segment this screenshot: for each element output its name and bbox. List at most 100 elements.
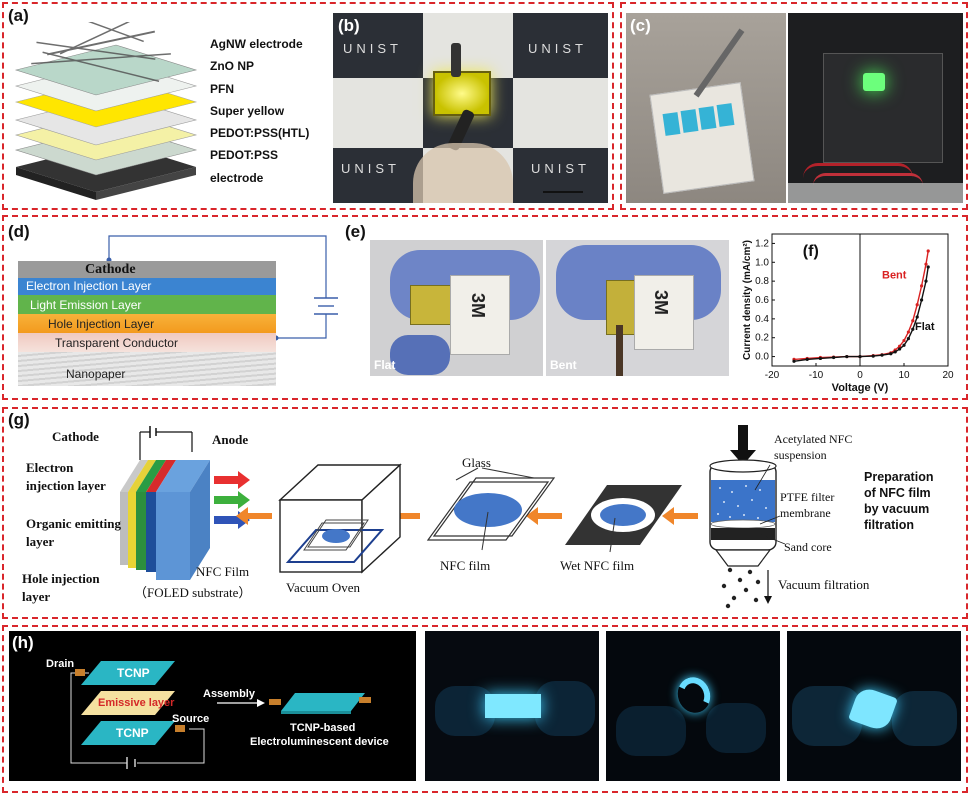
- panel-g-diagram: [120, 425, 786, 609]
- layer-light-emission: [18, 295, 276, 314]
- panel-h-photo-2: [606, 631, 780, 781]
- data-point-flat: [898, 347, 902, 351]
- panel-def-frame: [2, 215, 968, 400]
- y-axis-label: Current density (mA/cm²): [742, 240, 753, 360]
- y-tick-label: 0.4: [755, 314, 769, 325]
- g-eil-label: Electron injection layer: [26, 460, 106, 493]
- x-axis-label: Voltage (V): [832, 382, 889, 394]
- g-hil-label: Hole injection layer: [22, 571, 100, 604]
- g-prep-line: Preparation: [864, 470, 934, 484]
- data-point-bent: [920, 284, 924, 288]
- y-tick-label: 1.0: [755, 257, 769, 268]
- data-point-flat: [920, 298, 924, 302]
- g-prep-line: filtration: [864, 518, 914, 532]
- x-tick-label: 10: [898, 370, 910, 381]
- data-point-bent: [924, 262, 928, 266]
- layer-label: electrode: [210, 170, 264, 185]
- panel-e-bent-photo: 3M Bent: [546, 240, 729, 376]
- cathode-label: Cathode: [85, 262, 136, 277]
- panel-e-flat-photo: 3M Flat: [370, 240, 543, 376]
- h-device-label-1: TCNP-based: [290, 722, 356, 734]
- bent-label: Bent: [550, 358, 577, 372]
- lel-label: Light Emission Layer: [30, 298, 142, 312]
- data-point-flat: [889, 352, 893, 356]
- layer-label: PFN: [210, 81, 234, 96]
- panel-a-label: (a): [8, 6, 29, 25]
- data-point-flat: [926, 265, 930, 269]
- data-point-flat: [818, 356, 822, 361]
- data-point-flat: [906, 337, 910, 341]
- eil-label: Electron Injection Layer: [26, 279, 152, 293]
- data-point-bent: [911, 319, 915, 323]
- g-wet-nfc-film-label: Wet NFC film: [560, 558, 635, 573]
- g-oel-label: Organic emitting layer: [26, 516, 121, 549]
- data-point-bent: [926, 249, 930, 253]
- h-tcnp-top-label: TCNP: [117, 666, 150, 680]
- g-vacuum-filtration-label: Vacuum filtration: [778, 577, 870, 592]
- panel-h-photo-1: [425, 631, 599, 781]
- series-label-flat: Flat: [915, 321, 935, 333]
- unist-watermark: UNIST: [528, 41, 587, 56]
- g-sand-core-label: Sand core: [784, 540, 832, 554]
- g-ptfe-label-1: PTFE filter: [780, 490, 835, 504]
- data-point-flat: [858, 354, 862, 359]
- panel-c-label: (c): [630, 16, 651, 35]
- flat-label: Flat: [374, 358, 396, 372]
- y-tick-label: 0.8: [755, 276, 769, 287]
- panel-c-frame: [620, 2, 968, 210]
- panel-d-label: (d): [8, 222, 30, 241]
- series-line-bent: [793, 250, 929, 361]
- layer-label: PEDOT:PSS(HTL): [210, 126, 310, 141]
- y-tick-label: 0.2: [755, 333, 769, 344]
- layer-label: PEDOT:PSS: [210, 148, 279, 163]
- h-drain-label: Drain: [46, 658, 75, 670]
- g-vacuum-oven-label: Vacuum Oven: [286, 580, 361, 595]
- data-point-flat: [924, 279, 928, 283]
- brand-3m: 3M: [651, 289, 672, 316]
- data-point-bent: [906, 330, 910, 334]
- g-cathode-label: Cathode: [52, 429, 99, 444]
- tcnp-device-schematic: [70, 661, 371, 769]
- unist-watermark: UNIST: [531, 161, 590, 176]
- data-point-flat: [880, 353, 884, 357]
- panel-abc-frame: [2, 2, 614, 210]
- g-glass-label: Glass: [462, 455, 491, 470]
- data-point-flat: [915, 315, 919, 319]
- layer-transparent-conductor: [18, 333, 276, 352]
- series-line-flat: [793, 266, 929, 362]
- data-point-flat: [792, 359, 796, 363]
- layer-label: ZnO NP: [210, 59, 254, 74]
- layer-hole-injection: [18, 314, 276, 333]
- panel-g-frame: [2, 407, 968, 619]
- tc-label: Transparent Conductor: [55, 336, 178, 350]
- layer-stack-illustration: [14, 22, 198, 200]
- panel-h-label: (h): [12, 633, 34, 652]
- x-tick-label: 20: [942, 370, 954, 381]
- y-tick-label: 1.2: [755, 238, 769, 249]
- layer-electron-injection: [18, 278, 276, 295]
- x-tick-label: -20: [765, 370, 780, 381]
- g-anode-label: Anode: [212, 432, 249, 447]
- data-point-flat: [902, 343, 906, 347]
- data-point-bent: [915, 303, 919, 307]
- panel-b-label: (b): [338, 16, 360, 35]
- layer-nanopaper: [18, 352, 276, 386]
- g-prep-line: of NFC film: [864, 486, 931, 500]
- nanopaper-label: Nanopaper: [66, 367, 126, 381]
- y-tick-label: 0.0: [755, 352, 769, 363]
- panel-h-frame: [2, 625, 968, 793]
- panel-h-photo-3: [787, 631, 961, 781]
- g-nfc-film-caption: NFC film: [440, 558, 491, 573]
- layer-label: AgNW electrode: [210, 37, 303, 51]
- panel-c-photo-left: [626, 13, 786, 203]
- data-point-flat: [911, 327, 915, 331]
- panel-a-layer-labels: AgNW electrode ZnO NP PFN Super yellow P…: [210, 33, 309, 189]
- panel-b-photo: UNIST UNIST UNIST UNIST: [333, 13, 608, 203]
- x-tick-label: -10: [809, 370, 824, 381]
- g-ptfe-label-2: membrane: [780, 506, 831, 520]
- series-label-bent: Bent: [882, 269, 907, 281]
- unist-watermark: UNIST: [341, 161, 400, 176]
- data-point-flat: [871, 354, 875, 358]
- data-point-bent: [902, 338, 906, 343]
- layer-label: Super yellow: [210, 103, 285, 118]
